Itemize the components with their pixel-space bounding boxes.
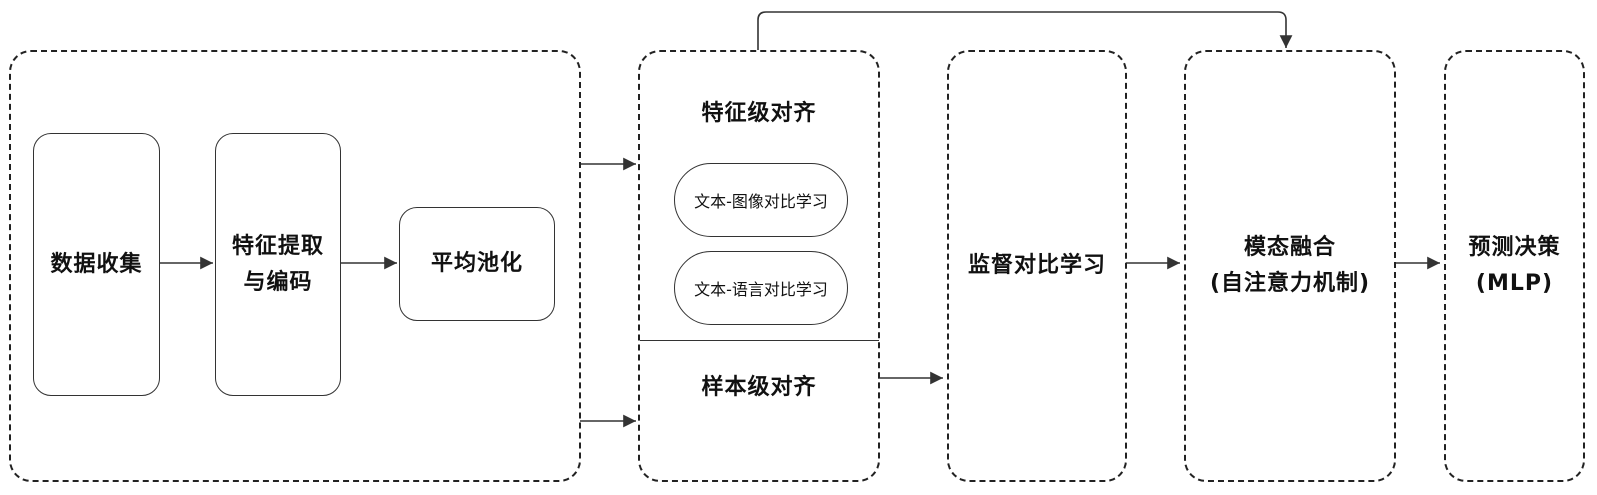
alignment-group (638, 50, 880, 482)
feature-extraction-box: 特征提取 与编码 (215, 133, 341, 396)
text-image-contrastive-label: 文本-图像对比学习 (694, 192, 828, 211)
sample-level-alignment-title: 样本级对齐 (701, 375, 817, 400)
average-pooling-label: 平均池化 (430, 251, 523, 276)
modality-fusion-label-1: 模态融合 (1243, 235, 1336, 260)
data-collection-label: 数据收集 (50, 251, 143, 277)
prediction-decision-box: 预测决策 (MLP) (1444, 50, 1585, 482)
feature-level-alignment-title: 特征级对齐 (701, 101, 817, 126)
supervised-contrastive-box: 监督对比学习 (947, 50, 1127, 482)
supervised-contrastive-label: 监督对比学习 (967, 253, 1106, 278)
modality-fusion-box: 模态融合 (自注意力机制) (1184, 50, 1396, 482)
text-image-contrastive-pill: 文本-图像对比学习 (674, 163, 848, 237)
text-language-contrastive-label: 文本-语言对比学习 (694, 280, 828, 299)
prediction-decision-label-1: 预测决策 (1468, 235, 1561, 260)
arrow-feature-align-to-fusion (757, 11, 1293, 50)
alignment-divider (640, 340, 879, 341)
data-collection-box: 数据收集 (33, 133, 160, 396)
average-pooling-box: 平均池化 (399, 207, 555, 321)
feature-extraction-label-2: 与编码 (243, 269, 313, 295)
preprocessing-group (9, 50, 581, 482)
text-language-contrastive-pill: 文本-语言对比学习 (674, 251, 848, 325)
prediction-decision-label-2: (MLP) (1475, 271, 1554, 296)
feature-extraction-label-1: 特征提取 (231, 233, 324, 259)
modality-fusion-label-2: (自注意力机制) (1209, 271, 1371, 296)
